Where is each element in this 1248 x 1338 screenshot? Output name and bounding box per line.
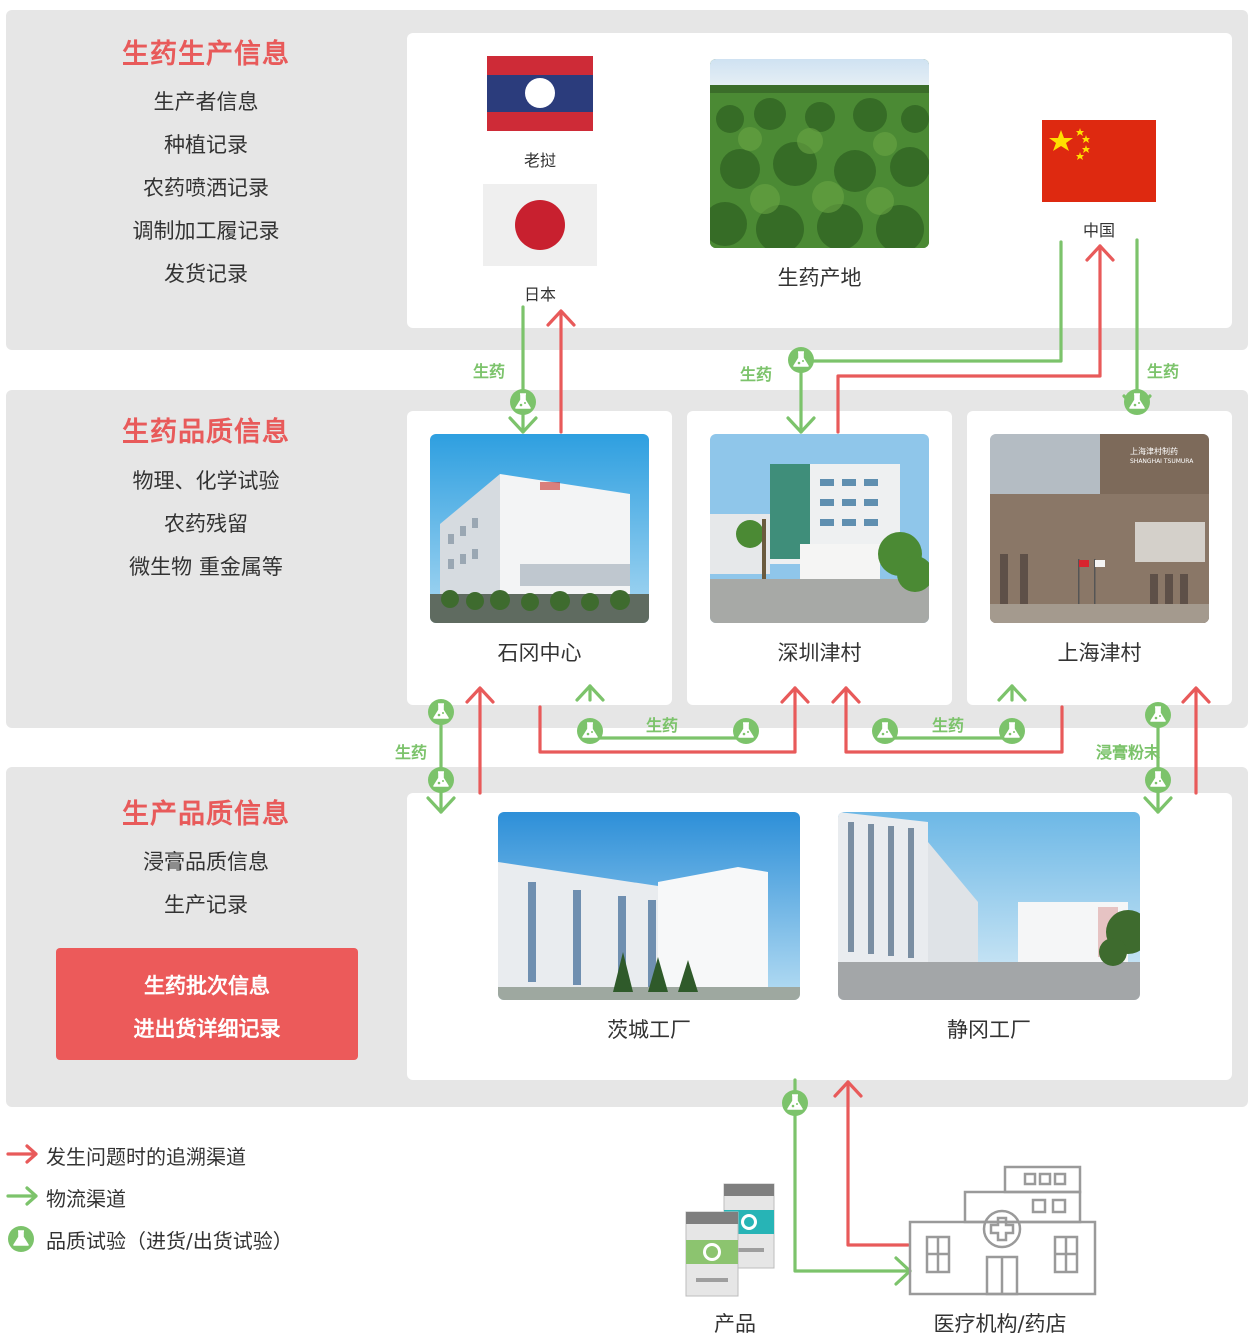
legend-qc: 品质试验（进货/出货试验） — [46, 1229, 293, 1253]
raw-item: 生产者信息 — [153, 90, 259, 114]
hospital-icon — [908, 1165, 1097, 1296]
shanghai-sign-en: SHANGHAI TSUMURA — [1130, 458, 1194, 465]
production-item: 浸膏品质信息 — [143, 850, 269, 874]
raw-item: 种植记录 — [164, 133, 248, 157]
ibaraki-label: 茨城工厂 — [607, 1018, 691, 1042]
batch-info-line: 进出货详细记录 — [133, 1017, 281, 1041]
raw-item: 发货记录 — [164, 262, 248, 286]
china-label: 中国 — [1082, 221, 1115, 240]
product-packages — [685, 1183, 775, 1297]
ibaraki-factory-photo — [498, 812, 800, 1000]
shanghai-sign-cn: 上海津村制药 — [1130, 447, 1178, 456]
flow-label-herb: 生药 — [646, 716, 679, 735]
ishioka-center-photo — [430, 434, 649, 623]
japan-flag — [483, 184, 597, 266]
hospital-label: 医疗机构/药店 — [933, 1312, 1067, 1336]
raw-section-title: 生药生产信息 — [122, 39, 290, 70]
japan-label: 日本 — [523, 285, 556, 304]
flow-label-herb: 生药 — [473, 362, 506, 381]
shenzhen-photo — [710, 434, 929, 623]
legend-flask-icon — [8, 1226, 34, 1252]
production-item: 生产记录 — [164, 893, 248, 917]
shanghai-sign: 上海津村制药 SHANGHAI TSUMURA — [1130, 447, 1208, 467]
shenzhen-label: 深圳津村 — [777, 641, 862, 665]
batch-info-line: 生药批次信息 — [144, 974, 270, 998]
flow-label-herb: 生药 — [740, 365, 773, 384]
laos-label: 老挝 — [523, 151, 556, 170]
quality-section-title: 生药品质信息 — [122, 417, 290, 448]
shanghai-label: 上海津村 — [1057, 641, 1142, 665]
quality-item: 农药残留 — [164, 512, 248, 536]
flow-label-herb: 生药 — [932, 716, 965, 735]
flow-label-herb: 生药 — [395, 743, 428, 762]
flow-label-extract: 浸膏粉末 — [1096, 743, 1161, 762]
shanghai-photo: 上海津村制药 SHANGHAI TSUMURA — [990, 434, 1209, 623]
china-flag — [1042, 120, 1156, 202]
legend-logistics: 物流渠道 — [46, 1187, 126, 1211]
laos-flag — [487, 56, 593, 131]
herb-field-label: 生药产地 — [777, 266, 862, 290]
shizuoka-factory-photo — [838, 812, 1140, 1000]
ishioka-label: 石冈中心 — [497, 641, 582, 665]
quality-item: 微生物 重金属等 — [129, 555, 283, 579]
raw-item: 调制加工履记录 — [132, 219, 280, 243]
production-section-title: 生产品质信息 — [122, 799, 290, 830]
trace-channel-lines — [465, 244, 1211, 1247]
shizuoka-label: 静冈工厂 — [947, 1018, 1031, 1042]
flow-label-herb: 生药 — [1147, 362, 1180, 381]
herb-field-photo — [710, 59, 929, 248]
product-label: 产品 — [714, 1312, 756, 1336]
legend-trace: 发生问题时的追溯渠道 — [46, 1145, 246, 1169]
batch-info-box: 生药批次信息 进出货详细记录 — [56, 948, 358, 1060]
legend-red-arrow-icon — [6, 1144, 38, 1164]
legend-green-arrow-icon — [6, 1186, 38, 1206]
logistics-channel-lines — [426, 238, 1173, 1286]
raw-item: 农药喷洒记录 — [143, 176, 269, 200]
quality-item: 物理、化学试验 — [132, 469, 280, 493]
